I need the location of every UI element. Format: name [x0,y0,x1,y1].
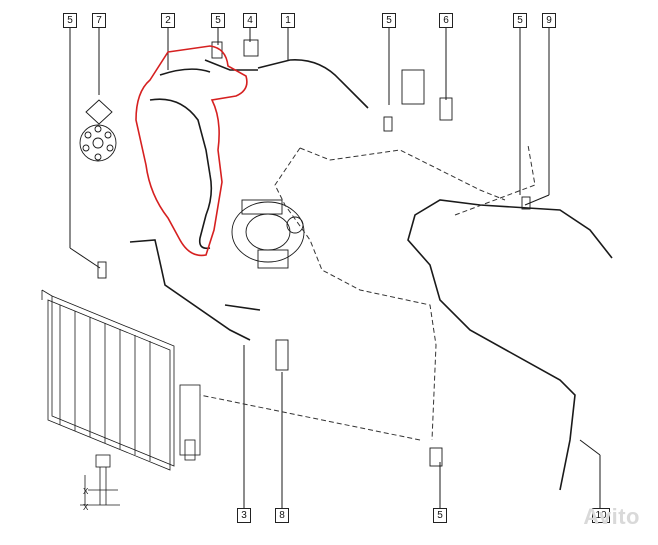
seal-kit [79,99,117,162]
pipe-3-tip [224,304,261,311]
pipes-solid [129,59,613,491]
callout-4-clip: 4 [243,13,257,28]
callout-9-rear-pipe: 9 [542,13,556,28]
pipe-9-10 [407,199,613,491]
pipe-1-link [204,59,258,71]
pipe-3 [129,239,251,341]
leader-10-end [579,439,601,456]
expansion-valve [97,39,531,467]
dashed-route-2 [299,147,506,201]
dashed-route-4 [454,144,536,216]
watermark-logo: Avito [583,504,640,529]
condenser [41,289,201,471]
compressor [231,199,305,269]
x-mark-1: X [83,487,89,496]
callout-5-compressor-bolt: 5 [63,13,77,28]
callout-2-discharge-pipe: 2 [161,13,175,28]
dashed-route-3 [199,394,421,441]
pipe-2 [149,98,213,250]
bolt-detail [80,454,120,506]
callout-5-lower-bolt: 5 [433,508,447,523]
leader-5a-end [69,247,101,269]
callout-5-bracket-bolt: 5 [513,13,527,28]
callout-5-valve-bolt: 5 [382,13,396,28]
callout-5-pipe-bolt: 5 [211,13,225,28]
pipes-dashed [199,144,536,441]
leader-9-end [524,194,550,206]
pipe-2-top [159,68,211,76]
callout-1-suction-pipe: 1 [281,13,295,28]
highlight-outline [135,45,248,257]
dashed-route-1 [274,147,437,441]
callout-6-expansion-valve: 6 [439,13,453,28]
callout-7-seal-kit: 7 [92,13,106,28]
callout-8-pressure-switch: 8 [275,508,289,523]
callout-3-liquid-pipe: 3 [237,508,251,523]
x-mark-2: X [83,503,89,512]
callout-10-rear-line: 10 [592,508,610,523]
pipe-1 [257,59,369,109]
